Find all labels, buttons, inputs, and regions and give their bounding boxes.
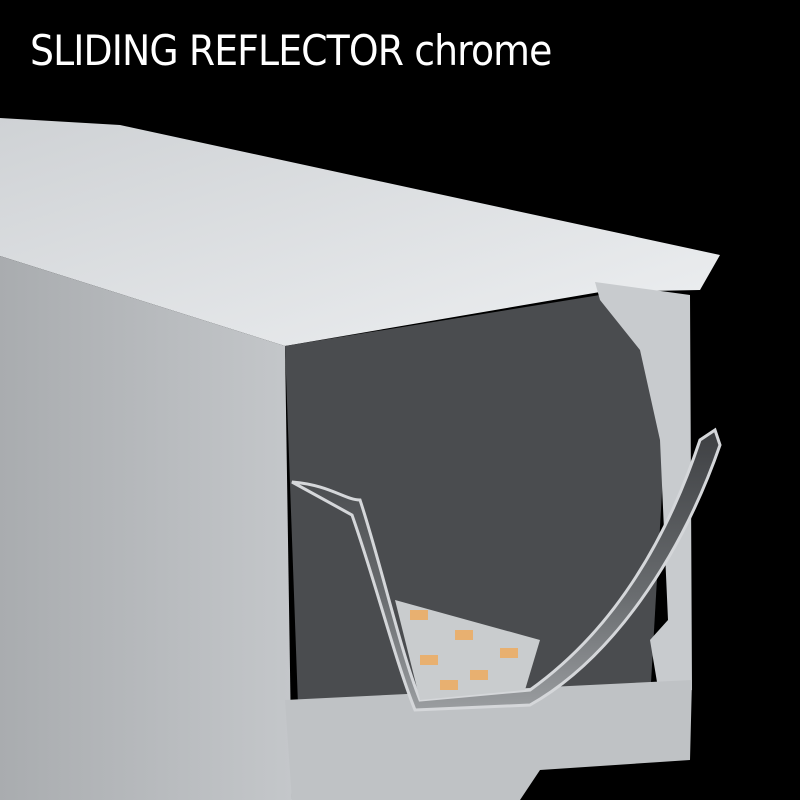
led-chip [500, 648, 518, 658]
page-title: SLIDING REFLECTOR chrome [30, 26, 552, 75]
led-chip [440, 680, 458, 690]
diffuser-top-face [0, 118, 720, 346]
bottom-end-profile [285, 680, 692, 800]
right-end-profile [595, 282, 692, 700]
interior-cavity [285, 295, 665, 760]
led-chip [470, 670, 488, 680]
led-chip [420, 655, 438, 665]
reflector [291, 427, 722, 712]
led-chip [410, 610, 428, 620]
led-chip [455, 630, 473, 640]
left-side-face [0, 256, 292, 800]
led-strip [395, 600, 540, 700]
